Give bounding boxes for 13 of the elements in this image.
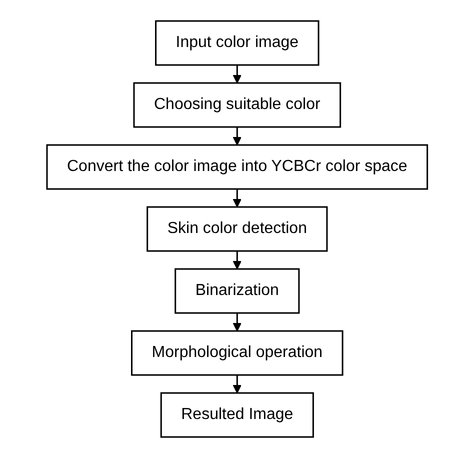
arrow [232,188,242,207]
arrow [232,312,242,331]
arrow [232,64,242,83]
arrow [232,374,242,393]
node-box: Morphological operation [130,330,344,376]
node-box: Convert the color image into YCBCr color space [46,144,428,190]
arrow [232,126,242,145]
arrow [232,250,242,269]
node-box: Resulted Image [160,392,314,438]
node-box: Choosing suitable color [133,82,341,128]
node-box: Binarization [174,268,300,314]
node-box: Skin color detection [146,206,328,252]
node-box: Input color image [154,20,320,66]
